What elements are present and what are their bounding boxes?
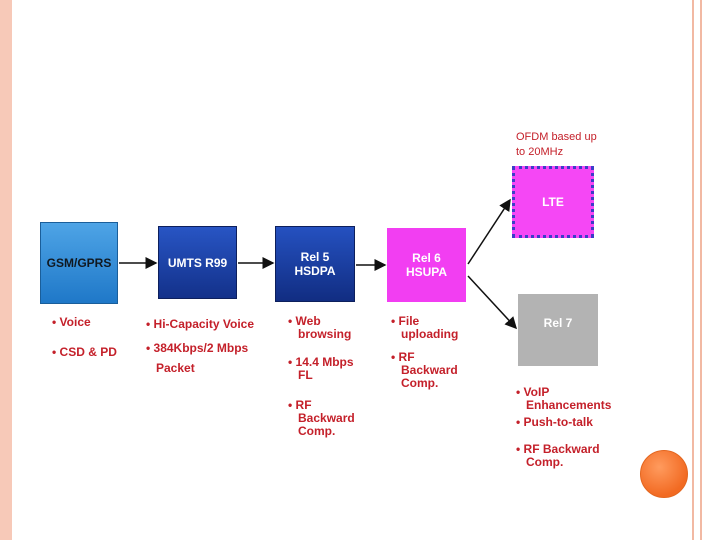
node-rel7: Rel 7 xyxy=(518,294,598,366)
node-rel6-hsupa: Rel 6 HSUPA xyxy=(387,228,466,302)
node-lte: LTE xyxy=(512,166,594,238)
node-rel6-label: Rel 6 HSUPA xyxy=(405,251,448,279)
node-lte-label: LTE xyxy=(542,195,564,209)
rel5-bullet-rf-backward: • RF Backward Comp. xyxy=(288,398,355,438)
slide-frame-right-line xyxy=(700,0,702,540)
node-rel5-label: Rel 5 HSDPA xyxy=(294,250,336,278)
arrow-rel6-to-lte xyxy=(467,198,511,265)
node-gsm-gprs: GSM/GPRS xyxy=(40,222,118,304)
gsm-bullet-csd-pd: • CSD & PD xyxy=(52,345,117,359)
umts-bullet-hi-capacity: • Hi-Capacity Voice xyxy=(146,317,255,331)
node-rel7-label: Rel 7 xyxy=(543,316,573,330)
slide-frame-left xyxy=(0,0,12,540)
slide-frame-right-line-inner xyxy=(692,0,694,540)
rel6-bullet-rf-backward: • RF Backward Comp. xyxy=(391,350,458,390)
gsm-bullet-voice: • Voice xyxy=(52,315,91,329)
node-umts-r99: UMTS R99 xyxy=(158,226,237,299)
decorative-orb xyxy=(640,450,688,498)
rel5-bullet-web-browsing: • Web browsing xyxy=(288,314,352,341)
umts-bullet-packet: • 384Kbps/2 Mbps Packet xyxy=(146,341,249,375)
rel5-bullet-14-4-mbps: • 14.4 Mbps FL xyxy=(288,355,354,382)
node-rel5-hsdpa: Rel 5 HSDPA xyxy=(275,226,355,302)
node-umts-label: UMTS R99 xyxy=(167,255,228,270)
node-gsm-label: GSM/GPRS xyxy=(46,256,112,270)
rel7-bullet-push-to-talk: • Push-to-talk xyxy=(516,415,593,429)
rel7-bullet-rf-backward: • RF Backward Comp. xyxy=(516,442,600,469)
rel6-bullet-file-uploading: • File uploading xyxy=(391,314,459,341)
arrow-rel6-to-rel7 xyxy=(467,275,518,330)
lte-note: OFDM based up to 20MHz xyxy=(516,131,597,158)
rel7-bullet-voip: • VoIP Enhancements xyxy=(516,385,612,412)
